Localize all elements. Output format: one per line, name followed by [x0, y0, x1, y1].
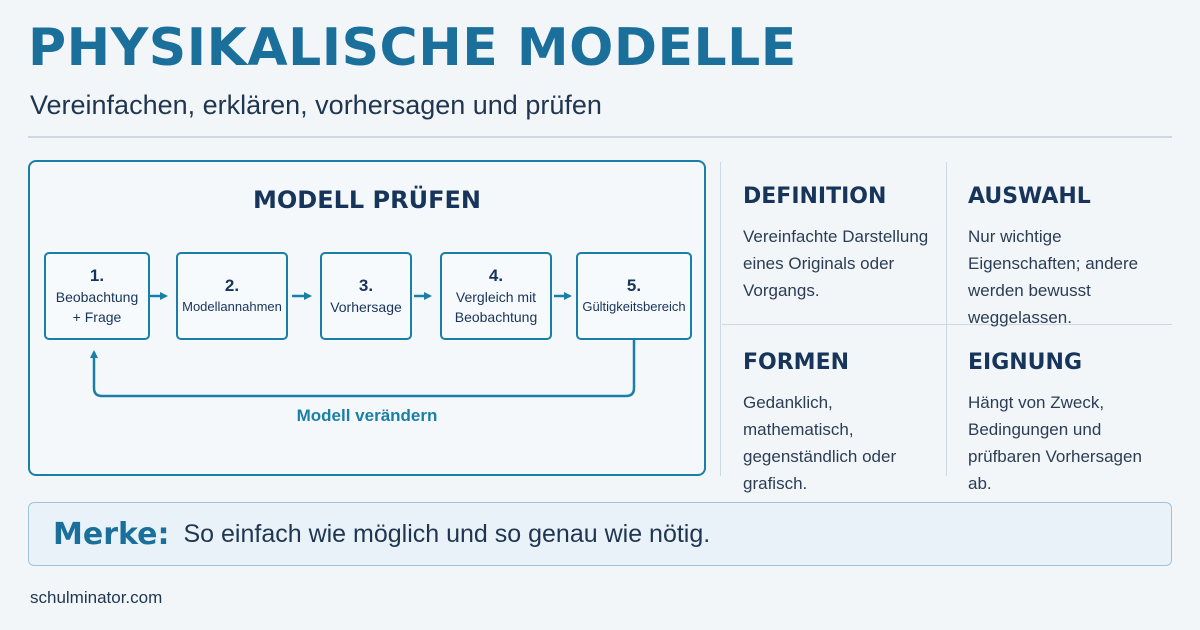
info-text: Vereinfachte Darstellung eines Originals… [743, 227, 929, 300]
step-label: Gültigkeitsbereich [582, 299, 686, 314]
merke-label: Merke: [53, 516, 170, 552]
step-number: 2. [224, 276, 240, 295]
step-vorhersage: 3. Vorhersage [320, 252, 412, 340]
step-number: 5. [626, 276, 642, 295]
step-vergleich: 4. Vergleich mit Beobachtung [440, 252, 552, 340]
feedback-loop-arrow [90, 340, 636, 398]
info-text: Gedanklich, mathematisch, gegenständlich… [743, 393, 897, 493]
step-beobachtung: 1. Beobachtung + Frage [44, 252, 150, 340]
loop-label: Modell verändern [296, 406, 438, 425]
process-connectors [90, 292, 636, 398]
footer-site: schulminator.com [30, 588, 163, 607]
step-gueltigkeitsbereich: 5. Gültigkeitsbereich [576, 252, 692, 340]
grid-divider-horizontal [722, 324, 1172, 325]
grid-divider-left [720, 162, 721, 476]
info-eignung: EIGNUNG Hängt von Zweck, Bedingungen und… [968, 350, 1188, 497]
info-heading: EIGNUNG [968, 350, 1083, 375]
step-number: 3. [358, 276, 374, 295]
info-formen: FORMEN Gedanklich, mathematisch, gegenst… [743, 350, 963, 497]
process-title: MODELL PRÜFEN [253, 186, 481, 214]
info-text: Nur wichtige Eigenschaften; andere werde… [968, 227, 1139, 327]
step-label: Modellannahmen [182, 299, 282, 314]
step-label: Vergleich mit Beobachtung [454, 289, 538, 325]
step-number: 1. [89, 266, 105, 285]
grid-divider-middle [946, 162, 947, 476]
process-panel: MODELL PRÜFEN 1. Beobachtung + Frage 2. … [28, 160, 706, 476]
info-auswahl: AUSWAHL Nur wichtige Eigenschaften; ande… [968, 184, 1188, 331]
step-number: 4. [488, 266, 504, 285]
step-label: Vorhersage [330, 299, 402, 315]
merke-box: Merke: So einfach wie möglich und so gen… [28, 502, 1172, 566]
header-divider [28, 136, 1172, 138]
step-modellannahmen: 2. Modellannahmen [176, 252, 288, 340]
info-definition: DEFINITION Vereinfachte Darstellung eine… [743, 184, 963, 304]
info-heading: AUSWAHL [968, 184, 1091, 209]
info-text: Hängt von Zweck, Bedingungen und prüfbar… [968, 393, 1142, 493]
page-subtitle: Vereinfachen, erklären, vorhersagen und … [30, 90, 602, 120]
step-label: Beobachtung + Frage [55, 289, 139, 325]
page-title: PHYSIKALISCHE MODELLE [28, 18, 797, 78]
info-heading: FORMEN [743, 350, 850, 375]
info-heading: DEFINITION [743, 184, 887, 209]
merke-text: So einfach wie möglich und so genau wie … [183, 519, 711, 548]
